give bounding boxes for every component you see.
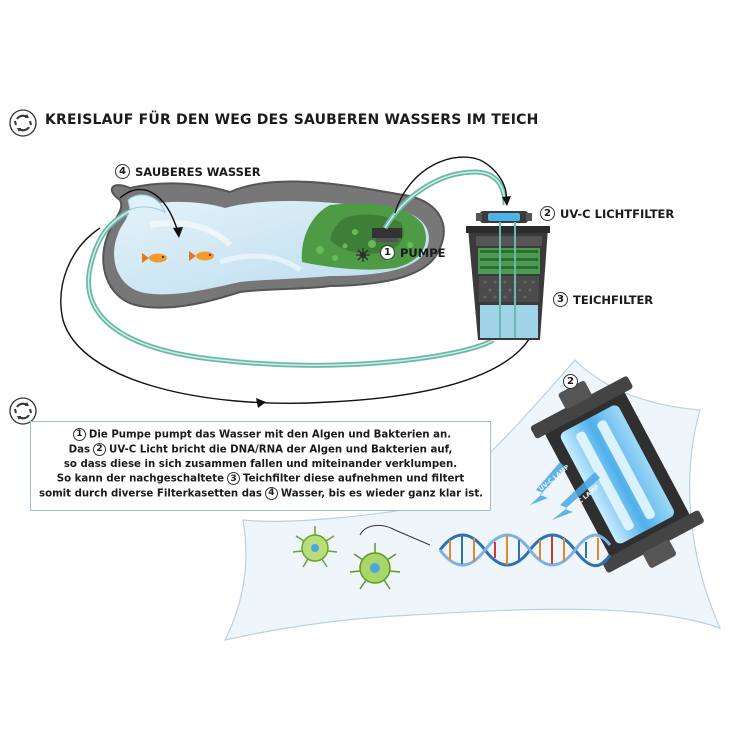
label-lamp-number: 2 bbox=[563, 374, 583, 389]
water-inflow bbox=[127, 194, 166, 213]
pump-icon bbox=[356, 248, 370, 262]
bacteria-icon bbox=[349, 543, 401, 590]
fish-icon bbox=[189, 251, 214, 261]
fish-icon bbox=[142, 253, 167, 263]
dna-helix bbox=[438, 533, 612, 568]
flow-arrow bbox=[394, 156, 507, 214]
description-line-3: so dass diese in sich zusammen fallen un… bbox=[63, 458, 458, 470]
cycle-icon bbox=[9, 397, 37, 425]
label-pond-filter: 3 TEICHFILTER bbox=[553, 292, 653, 307]
label-uvc-filter: 2 UV-C LICHTFILTER bbox=[540, 206, 674, 221]
page-title: KREISLAUF FÜR DEN WEG DES SAUBEREN WASSE… bbox=[45, 112, 539, 128]
label-clean-water: 4 SAUBERES WASSER bbox=[115, 164, 261, 179]
pump bbox=[372, 228, 402, 238]
uvc-lamp bbox=[530, 376, 704, 573]
algae-icon bbox=[292, 526, 338, 568]
cycle-icon bbox=[9, 109, 37, 137]
label-pump: 1 PUMPE bbox=[380, 245, 446, 260]
